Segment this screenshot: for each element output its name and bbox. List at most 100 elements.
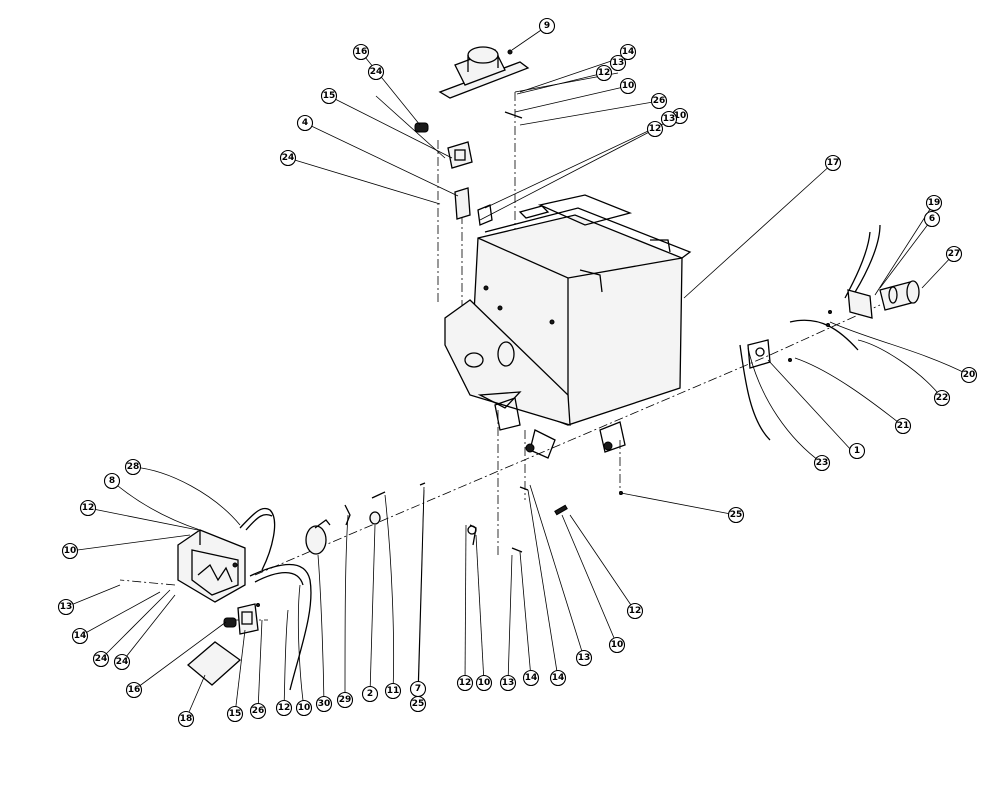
callout-10: 10 bbox=[295, 699, 313, 717]
callout-label: 20 bbox=[963, 370, 976, 380]
callout-label: 26 bbox=[653, 96, 666, 106]
callout-label: 18 bbox=[180, 714, 193, 724]
callout-12: 12 bbox=[646, 120, 664, 138]
callout-22: 22 bbox=[933, 389, 951, 407]
callout-4: 4 bbox=[296, 114, 314, 132]
callout-17: 17 bbox=[824, 154, 842, 172]
callout-9: 9 bbox=[538, 17, 556, 35]
callout-label: 23 bbox=[816, 458, 829, 468]
callout-8: 8 bbox=[103, 472, 121, 490]
callout-label: 22 bbox=[936, 393, 949, 403]
callout-25: 25 bbox=[727, 506, 745, 524]
callout-7: 7 bbox=[409, 680, 427, 698]
callout-16: 16 bbox=[125, 681, 143, 699]
callout-16: 16 bbox=[352, 43, 370, 61]
lower-small-parts bbox=[186, 603, 260, 686]
callout-label: 29 bbox=[339, 695, 352, 705]
lower-center-parts bbox=[305, 482, 623, 555]
callout-label: 14 bbox=[622, 47, 635, 57]
callout-11: 11 bbox=[384, 682, 402, 700]
callout-20: 20 bbox=[960, 366, 978, 384]
callout-14: 14 bbox=[71, 627, 89, 645]
callout-label: 8 bbox=[109, 476, 115, 486]
callout-29: 29 bbox=[336, 691, 354, 709]
callout-label: 28 bbox=[127, 462, 140, 472]
callout-12: 12 bbox=[79, 499, 97, 517]
callout-label: 24 bbox=[116, 657, 129, 667]
callout-label: 14 bbox=[525, 673, 538, 683]
callout-24: 24 bbox=[92, 650, 110, 668]
callout-25: 25 bbox=[409, 695, 427, 713]
callout-12: 12 bbox=[595, 64, 613, 82]
callout-19: 19 bbox=[925, 194, 943, 212]
callout-label: 17 bbox=[827, 158, 840, 168]
callout-12: 12 bbox=[626, 602, 644, 620]
callout-13: 13 bbox=[57, 598, 75, 616]
callout-15: 15 bbox=[226, 705, 244, 723]
callout-13: 13 bbox=[499, 674, 517, 692]
callout-15: 15 bbox=[320, 87, 338, 105]
motor-part-9 bbox=[438, 46, 530, 99]
callout-label: 9 bbox=[544, 21, 550, 31]
callout-18: 18 bbox=[177, 710, 195, 728]
right-side-parts bbox=[739, 224, 920, 441]
callout-26: 26 bbox=[650, 92, 668, 110]
callout-label: 25 bbox=[412, 699, 425, 709]
callout-14: 14 bbox=[619, 43, 637, 61]
callout-label: 26 bbox=[252, 706, 265, 716]
callout-label: 27 bbox=[948, 249, 961, 259]
callout-14: 14 bbox=[522, 669, 540, 687]
callout-label: 2 bbox=[367, 689, 373, 699]
upper-bracket-parts bbox=[414, 111, 523, 226]
callout-label: 12 bbox=[598, 68, 611, 78]
callout-label: 25 bbox=[730, 510, 743, 520]
callout-label: 12 bbox=[459, 678, 472, 688]
callout-13: 13 bbox=[609, 54, 627, 72]
callout-label: 13 bbox=[663, 114, 676, 124]
callout-23: 23 bbox=[813, 454, 831, 472]
callout-label: 10 bbox=[611, 640, 624, 650]
callout-label: 24 bbox=[370, 67, 383, 77]
callout-label: 30 bbox=[318, 699, 331, 709]
callout-label: 10 bbox=[478, 678, 491, 688]
callout-label: 12 bbox=[82, 503, 95, 513]
callout-6: 6 bbox=[923, 210, 941, 228]
callout-24: 24 bbox=[279, 149, 297, 167]
callout-label: 11 bbox=[387, 686, 400, 696]
callout-13: 13 bbox=[575, 649, 593, 667]
callout-label: 6 bbox=[929, 214, 935, 224]
callout-10: 10 bbox=[608, 636, 626, 654]
callout-26: 26 bbox=[249, 702, 267, 720]
callout-label: 15 bbox=[229, 709, 242, 719]
callout-label: 12 bbox=[649, 124, 662, 134]
callout-10: 10 bbox=[619, 77, 637, 95]
callout-label: 10 bbox=[298, 703, 311, 713]
callout-label: 14 bbox=[552, 673, 565, 683]
callout-13: 13 bbox=[660, 110, 678, 128]
callout-label: 14 bbox=[74, 631, 87, 641]
callout-label: 24 bbox=[282, 153, 295, 163]
callout-30: 30 bbox=[315, 695, 333, 713]
callout-label: 7 bbox=[415, 684, 421, 694]
callout-2: 2 bbox=[361, 685, 379, 703]
tub-assembly bbox=[444, 194, 692, 459]
callout-label: 13 bbox=[60, 602, 73, 612]
callout-1: 1 bbox=[848, 442, 866, 460]
callout-label: 21 bbox=[897, 421, 910, 431]
callout-24: 24 bbox=[113, 653, 131, 671]
callout-label: 12 bbox=[278, 703, 291, 713]
callout-label: 15 bbox=[323, 91, 336, 101]
callout-label: 12 bbox=[629, 606, 642, 616]
callout-label: 10 bbox=[674, 111, 687, 121]
callout-10: 10 bbox=[475, 674, 493, 692]
callout-label: 13 bbox=[612, 58, 625, 68]
callout-label: 10 bbox=[622, 81, 635, 91]
callout-12: 12 bbox=[275, 699, 293, 717]
callout-27: 27 bbox=[945, 245, 963, 263]
callout-21: 21 bbox=[894, 417, 912, 435]
callout-label: 1 bbox=[854, 446, 860, 456]
callout-10: 10 bbox=[61, 542, 79, 560]
callout-label: 13 bbox=[578, 653, 591, 663]
callout-label: 10 bbox=[64, 546, 77, 556]
